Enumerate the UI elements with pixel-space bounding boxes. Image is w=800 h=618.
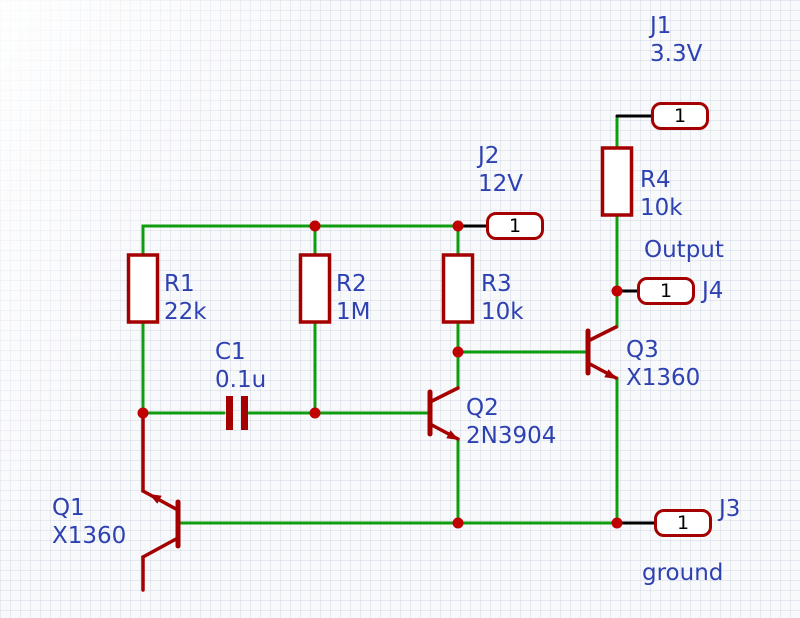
- j1-pin-number: 1: [673, 105, 687, 127]
- q2-designator-label: Q2: [466, 395, 499, 421]
- q3-designator-label: Q3: [626, 337, 659, 363]
- j4-pin-number: 1: [659, 280, 673, 302]
- r4-value-label: 10k: [640, 195, 683, 221]
- q1-transistor-symbol[interactable]: [141, 411, 181, 592]
- c1-value-label: 0.1u: [215, 367, 267, 393]
- net-wires[interactable]: [141, 114, 619, 525]
- r3-value-label: 10k: [481, 299, 524, 325]
- j3-pin-number: 1: [676, 512, 690, 534]
- j2-designator-label: J2: [478, 143, 500, 169]
- r4-resistor-symbol[interactable]: [600, 146, 634, 217]
- j4-designator-label: J4: [702, 278, 724, 304]
- j3-value-label: ground: [642, 560, 724, 586]
- r3-resistor-symbol[interactable]: [441, 253, 475, 324]
- q1-designator-label: Q1: [52, 495, 85, 521]
- r1-resistor-symbol[interactable]: [126, 253, 160, 324]
- r4-designator-label: R4: [640, 167, 671, 193]
- r2-resistor-symbol[interactable]: [298, 253, 332, 324]
- j4-connector-pad[interactable]: 1: [637, 277, 695, 305]
- r1-designator-label: R1: [164, 271, 195, 297]
- j2-value-label: 12V: [478, 171, 524, 197]
- q2-emitter-arrow-icon: [446, 430, 459, 440]
- r3-designator-label: R3: [481, 271, 512, 297]
- q3-transistor-symbol[interactable]: [585, 325, 618, 380]
- q2-transistor-symbol[interactable]: [427, 386, 460, 441]
- r2-value-label: 1M: [336, 299, 371, 325]
- c1-capacitor-symbol[interactable]: [226, 396, 248, 430]
- j1-connector-pad[interactable]: 1: [651, 102, 709, 130]
- j2-pin-number: 1: [508, 215, 522, 237]
- j3-connector-pad[interactable]: 1: [654, 509, 712, 537]
- q3-value-label: X1360: [626, 365, 701, 391]
- j1-value-label: 3.3V: [650, 41, 703, 67]
- j4-value-label: Output: [644, 237, 724, 263]
- c1-designator-label: C1: [215, 339, 246, 365]
- j3-designator-label: J3: [719, 496, 741, 522]
- q3-emitter-arrow-icon: [604, 369, 617, 379]
- junction-dots: [137, 220, 623, 529]
- q1-value-label: X1360: [52, 523, 127, 549]
- q1-emitter-arrow-icon: [149, 494, 162, 504]
- j1-designator-label: J1: [650, 13, 672, 39]
- r1-value-label: 22k: [164, 299, 207, 325]
- j2-connector-pad[interactable]: 1: [486, 212, 544, 240]
- r2-designator-label: R2: [336, 271, 367, 297]
- q2-value-label: 2N3904: [466, 423, 557, 449]
